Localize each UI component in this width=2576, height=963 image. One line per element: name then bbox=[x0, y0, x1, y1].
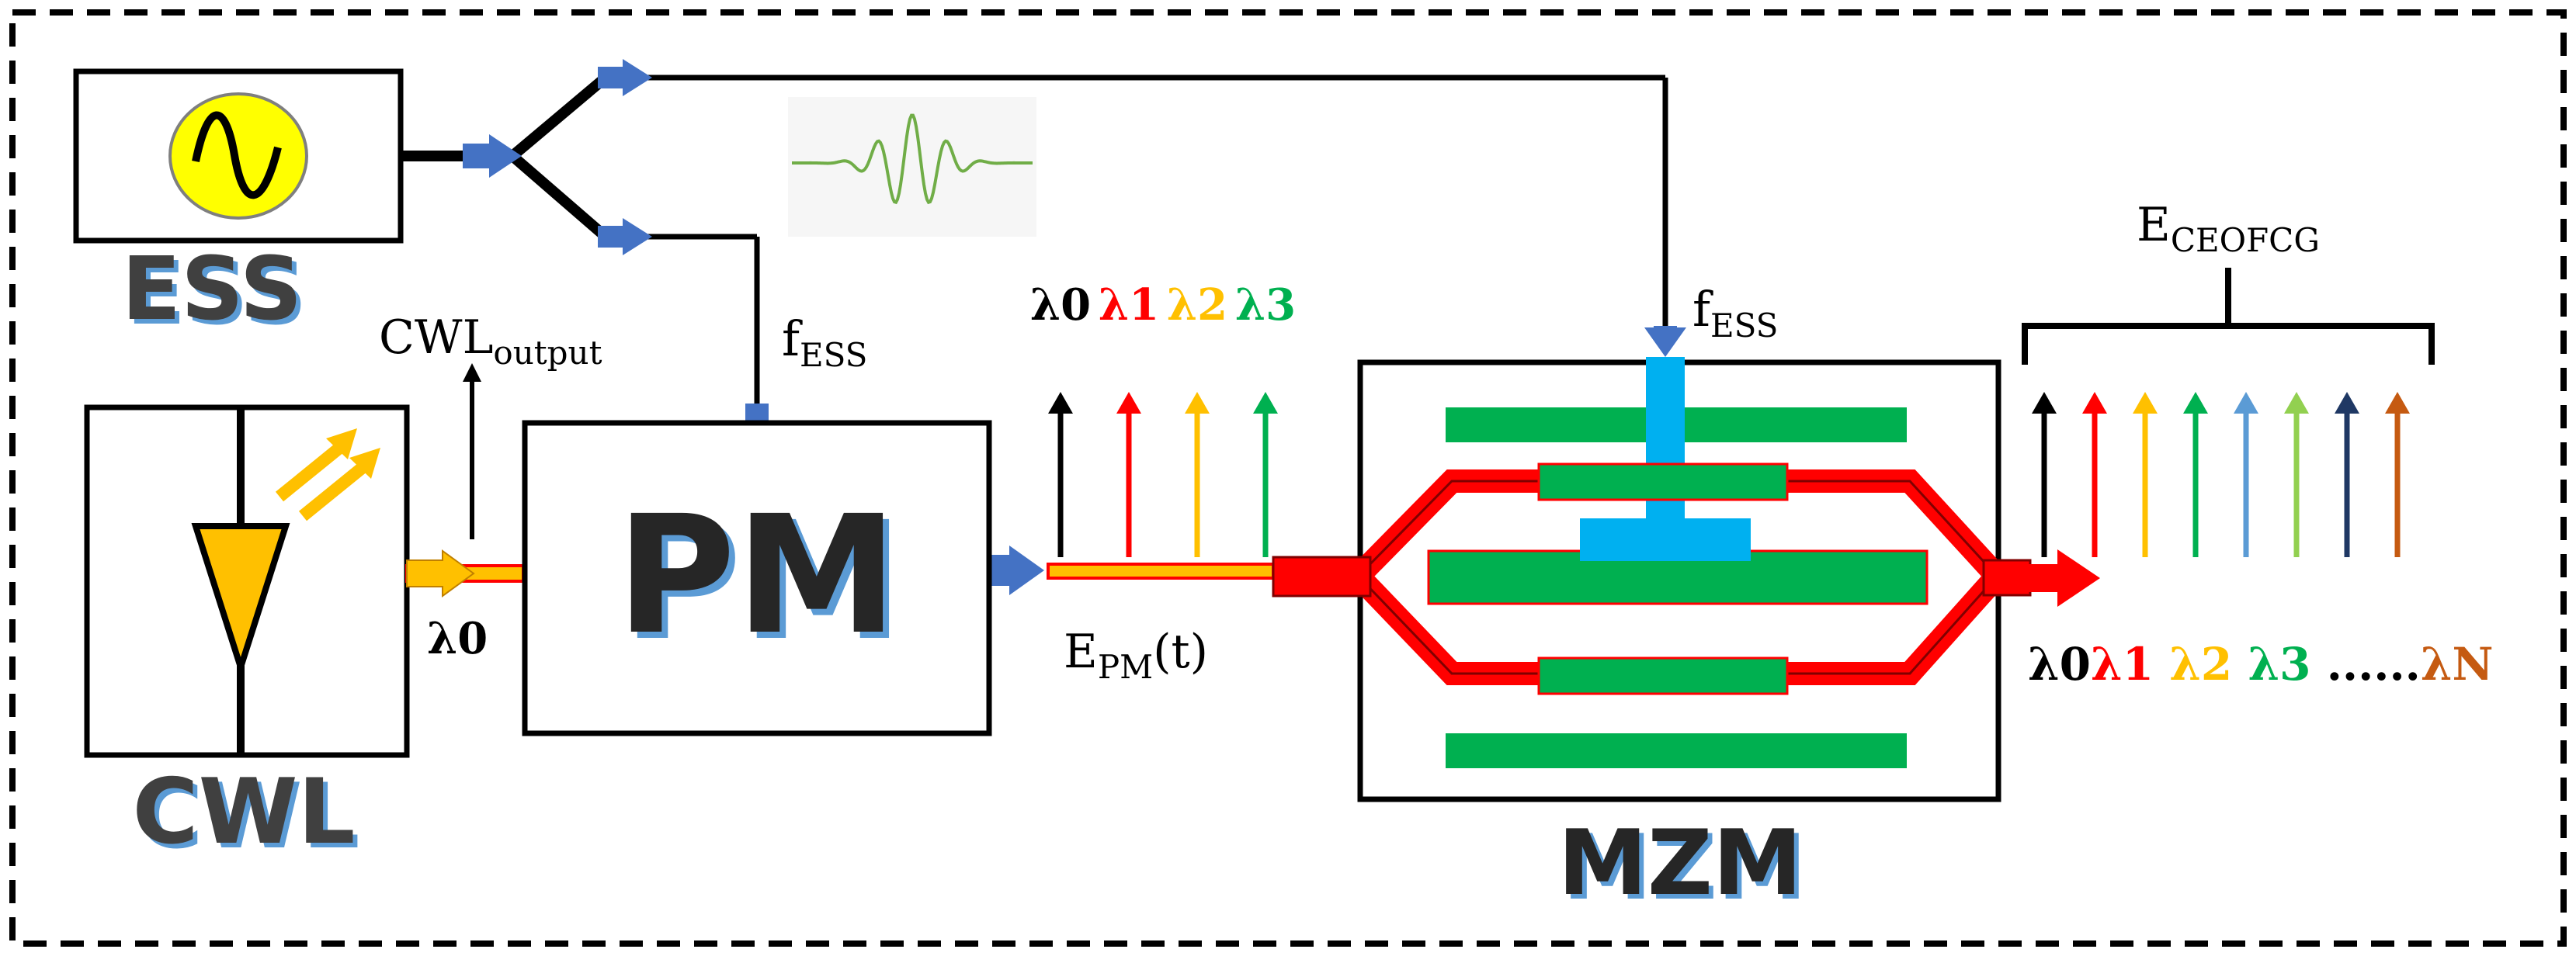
pm-output-arrow-icon bbox=[984, 546, 1044, 595]
pm-output-waveguide bbox=[1047, 563, 1275, 580]
eceofcg-label: ECEOFCG bbox=[2137, 198, 2320, 259]
cwl-output: CWLoutput λ0 bbox=[379, 310, 602, 664]
cwl-label: CWL bbox=[133, 760, 356, 864]
comb-label-3: λ3 bbox=[2248, 638, 2326, 691]
comb-label-2: λ2 bbox=[2169, 638, 2248, 691]
mzm-label-shadow: MZM bbox=[1563, 816, 1807, 920]
branch-bottom-arrow-icon bbox=[598, 218, 652, 255]
cwl-block: CWL CWL bbox=[84, 404, 410, 869]
ess-label: ESS bbox=[122, 239, 303, 340]
mzm-rf-electrode bbox=[1580, 518, 1751, 561]
mzm-output-arrow-icon bbox=[2019, 549, 2100, 607]
mzm-label: MZM bbox=[1558, 811, 1803, 916]
comb-label-5: λN bbox=[2421, 638, 2494, 691]
pm-block: PM PM bbox=[522, 420, 992, 736]
cwl-output-label: CWLoutput bbox=[379, 310, 602, 372]
comb-bracket bbox=[2022, 268, 2435, 365]
pm-line-label-1: λ1 bbox=[1099, 279, 1159, 331]
comb-line-arrow-0 bbox=[2032, 392, 2057, 557]
comb-label-1: λ1 bbox=[2091, 638, 2169, 691]
comb-line-arrow-4 bbox=[2234, 392, 2258, 557]
comb-line-arrow-5 bbox=[2284, 392, 2309, 557]
comb-spectrum bbox=[2032, 392, 2410, 557]
comb-label-4: ...... bbox=[2327, 638, 2421, 691]
comb-output: ECEOFCG λ0λ1 λ2 λ3 ......λN bbox=[2022, 198, 2494, 691]
cwl-label-shadow: CWL bbox=[137, 764, 360, 869]
comb-wavelength-labels: λ0λ1 λ2 λ3 ......λN bbox=[2028, 638, 2494, 691]
comb-line-arrow-6 bbox=[2335, 392, 2359, 557]
mzm-input-stub bbox=[1272, 556, 1372, 598]
comb-line-arrow-2 bbox=[2133, 392, 2158, 557]
mzm-electrode-bottom bbox=[1446, 733, 1907, 768]
outer-dashed-frame bbox=[9, 9, 2567, 947]
comb-line-arrow-7 bbox=[2385, 392, 2410, 557]
pm-line-label-2: λ2 bbox=[1167, 279, 1227, 331]
comb-label-0: λ0 bbox=[2028, 638, 2091, 691]
pm-line-arrow-2 bbox=[1185, 392, 1210, 557]
mzm-arm-electrode-lower bbox=[1537, 656, 1789, 695]
rf-pulse-inset bbox=[788, 97, 1036, 237]
emission-arrows-icon bbox=[275, 428, 380, 521]
pm-line-arrow-1 bbox=[1116, 392, 1141, 557]
f-ess-label-pm: fESS bbox=[782, 310, 867, 374]
mzm-arm-electrode-upper bbox=[1537, 462, 1789, 501]
ess-block: ESS ESS bbox=[73, 68, 404, 345]
comb-line-arrow-1 bbox=[2082, 392, 2107, 557]
mzm-input-arrow-icon bbox=[1644, 326, 1686, 357]
epm-label: EPM(t) bbox=[1064, 625, 1208, 686]
pm-label: PM bbox=[616, 480, 898, 670]
branch-top-arrow-icon bbox=[598, 59, 652, 96]
pm-line-arrow-3 bbox=[1253, 392, 1278, 557]
comb-line-arrow-3 bbox=[2183, 392, 2208, 557]
laser-diode-icon bbox=[191, 523, 290, 678]
mzm-block: MZM MZM bbox=[1272, 357, 2100, 920]
cwl-output-arrow-icon bbox=[406, 549, 475, 598]
pm-line-arrow-0 bbox=[1048, 392, 1073, 557]
rf-pulse-icon bbox=[792, 113, 1033, 205]
ess-label-shadow: ESS bbox=[127, 244, 307, 345]
pm-box bbox=[522, 420, 992, 736]
pm-line-label-0: λ0 bbox=[1030, 279, 1091, 331]
ess-output-arrow-icon bbox=[463, 134, 522, 178]
pm-label-shadow: PM bbox=[623, 487, 904, 677]
sine-wave-icon bbox=[192, 111, 282, 199]
lambda0-input-label: λ0 bbox=[427, 613, 488, 664]
pm-line-label-3: λ3 bbox=[1235, 279, 1296, 331]
f-ess-label-mzm: fESS bbox=[1692, 281, 1778, 345]
